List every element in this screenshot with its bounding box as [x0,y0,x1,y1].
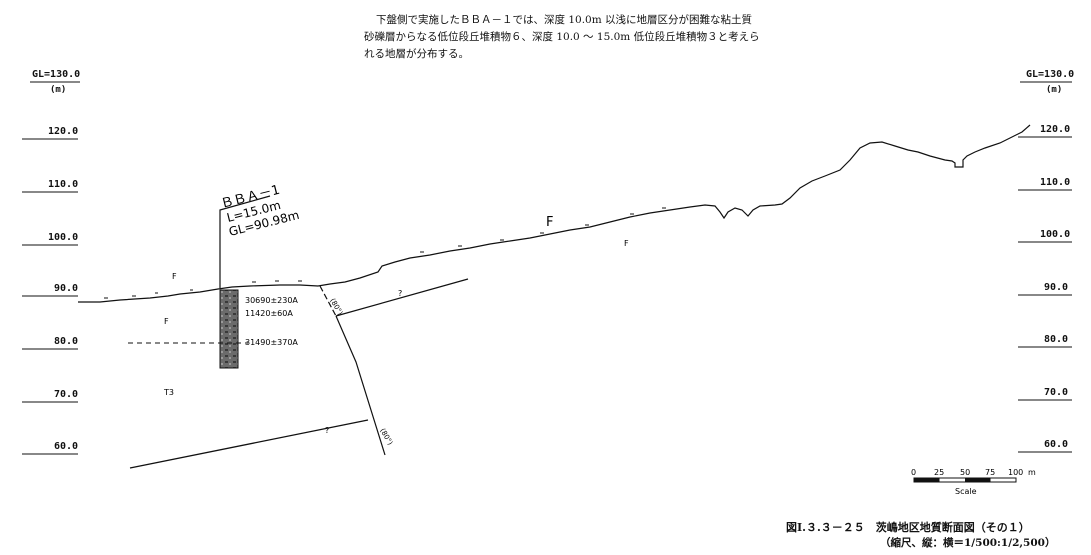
figure-title: 図Ⅰ.３.３－２５ 茨嶋地区地質断面図（その１） [786,521,1030,534]
right-tick-90: 90.0 [1044,282,1069,293]
left-tick-60: 60.0 [54,441,79,452]
unit-label-t3: T3 [163,388,174,397]
left-tick-90: 90.0 [54,283,79,294]
ground-surface-profile [78,124,1031,303]
fault-lines [129,278,469,469]
fault-label-big: F [546,215,553,230]
left-tick-80: 80.0 [54,336,79,347]
note-line-1: 下盤側で実施したＢＢＡ－１では、深度 10.0m 以浅に地層区分が困難な粘土質 [376,14,753,26]
fault-label-small: F [624,239,629,248]
scale-tick-75: 75 [985,468,995,477]
fault-question-2: ? [325,426,329,435]
scale-tick-0: 0 [911,468,916,477]
right-tick-60: 60.0 [1044,439,1069,450]
left-gl-label: GL=130.0 [32,69,81,80]
left-tick-100: 100.0 [48,232,79,243]
note-line-3: れる地層が分布する。 [364,48,469,60]
scale-tick-100: 100 [1008,468,1023,477]
note-line-2: 砂礫層からなる低位段丘堆積物６、深度 10.0 ～ 15.0m 低位段丘堆積物３… [364,31,760,43]
scale-label: Scale [955,487,977,496]
left-tick-70: 70.0 [54,389,79,400]
radiocarbon-date-1: 30690±230A [245,296,298,305]
fault-question-1: ? [398,289,402,298]
figure-scale-note: （縮尺、縦：横＝1/500:1/2,500） [880,537,1056,549]
left-elevation-ticks [22,81,80,455]
scale-bar: 0 25 50 75 100 m Scale [911,468,1036,496]
fault-dip-label-2: (80°) [378,427,394,447]
right-elevation-ticks [1018,81,1072,453]
unit-label-f-lower: F [164,317,169,326]
explanatory-note: 下盤側で実施したＢＢＡ－１では、深度 10.0m 以浅に地層区分が困難な粘土質 … [364,12,804,63]
scale-tick-50: 50 [960,468,970,477]
right-tick-120: 120.0 [1040,124,1071,135]
left-tick-120: 120.0 [48,126,79,137]
left-tick-110: 110.0 [48,179,79,190]
radiocarbon-date-2: 11420±60A [245,309,293,318]
scale-tick-25: 25 [934,468,944,477]
right-tick-80: 80.0 [1044,334,1069,345]
right-unit-label: (m) [1046,85,1063,95]
right-tick-70: 70.0 [1044,387,1069,398]
borehole-core-column [219,289,239,369]
radiocarbon-date-3: 31490±370A [245,338,298,347]
surface-dash-marks [104,207,666,299]
left-unit-label: (m) [50,85,67,95]
unit-label-f-upper: F [172,272,177,281]
borehole-bba-1: ＢＢＡ－1 L=15.0m GL=90.98m 30690±230A 11420… [219,183,301,369]
right-tick-100: 100.0 [1040,229,1071,240]
right-gl-label: GL=130.0 [1026,69,1075,80]
scale-unit: m [1028,468,1036,477]
right-tick-110: 110.0 [1040,177,1071,188]
